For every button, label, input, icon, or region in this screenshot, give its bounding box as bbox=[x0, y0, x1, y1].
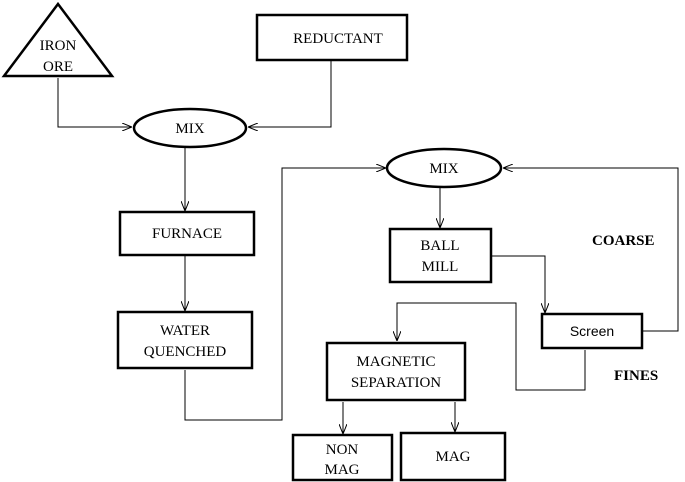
node-water-quenched: WATER QUENCHED bbox=[116, 310, 254, 370]
coarse-annotation: COARSE bbox=[592, 233, 655, 249]
node-furnace: FURNACE bbox=[118, 210, 256, 257]
magnetic-separation-label-line2: SEPARATION bbox=[351, 375, 441, 391]
non-mag-label-line2: MAG bbox=[324, 462, 359, 478]
node-magnetic-separation: MAGNETIC SEPARATION bbox=[325, 341, 467, 402]
ball-mill-label-line2: MILL bbox=[422, 259, 459, 275]
water-quenched-label-line2: QUENCHED bbox=[144, 344, 227, 360]
edge-reductant-to-mix bbox=[249, 61, 332, 127]
edge-iron-ore-to-mix bbox=[57, 78, 131, 127]
fines-annotation: FINES bbox=[614, 368, 658, 384]
screen-label: Screen bbox=[570, 323, 614, 339]
node-mix-2: MIX bbox=[385, 147, 503, 189]
node-non-mag: NON MAG bbox=[291, 433, 394, 482]
mix-1-label: MIX bbox=[175, 121, 204, 137]
node-screen: Screen bbox=[540, 312, 644, 350]
node-ball-mill: BALL MILL bbox=[388, 227, 493, 284]
edge-ball-mill-to-screen bbox=[492, 255, 545, 312]
ball-mill-label-line1: BALL bbox=[420, 238, 459, 254]
connectors bbox=[57, 61, 679, 433]
non-mag-label-line1: NON bbox=[326, 442, 359, 458]
water-quenched-label-line1: WATER bbox=[160, 323, 210, 339]
reductant-label: REDUCTANT bbox=[293, 31, 383, 47]
node-mix-1: MIX bbox=[132, 107, 248, 149]
edge-screen-fines-to-magnetic bbox=[397, 302, 586, 391]
node-mag: MAG bbox=[399, 431, 507, 482]
edge-screen-coarse-recycle bbox=[504, 168, 679, 332]
edge-water-quenched-to-mix bbox=[184, 168, 385, 421]
iron-ore-label-line2: ORE bbox=[43, 59, 73, 75]
node-iron-ore: IRON ORE bbox=[1, 1, 115, 78]
mix-2-label: MIX bbox=[429, 161, 458, 177]
iron-ore-label-line1: IRON bbox=[40, 38, 77, 54]
mag-label: MAG bbox=[435, 449, 470, 465]
node-reductant: REDUCTANT bbox=[255, 13, 409, 62]
magnetic-separation-label-line1: MAGNETIC bbox=[356, 354, 435, 370]
furnace-label: FURNACE bbox=[152, 226, 222, 242]
